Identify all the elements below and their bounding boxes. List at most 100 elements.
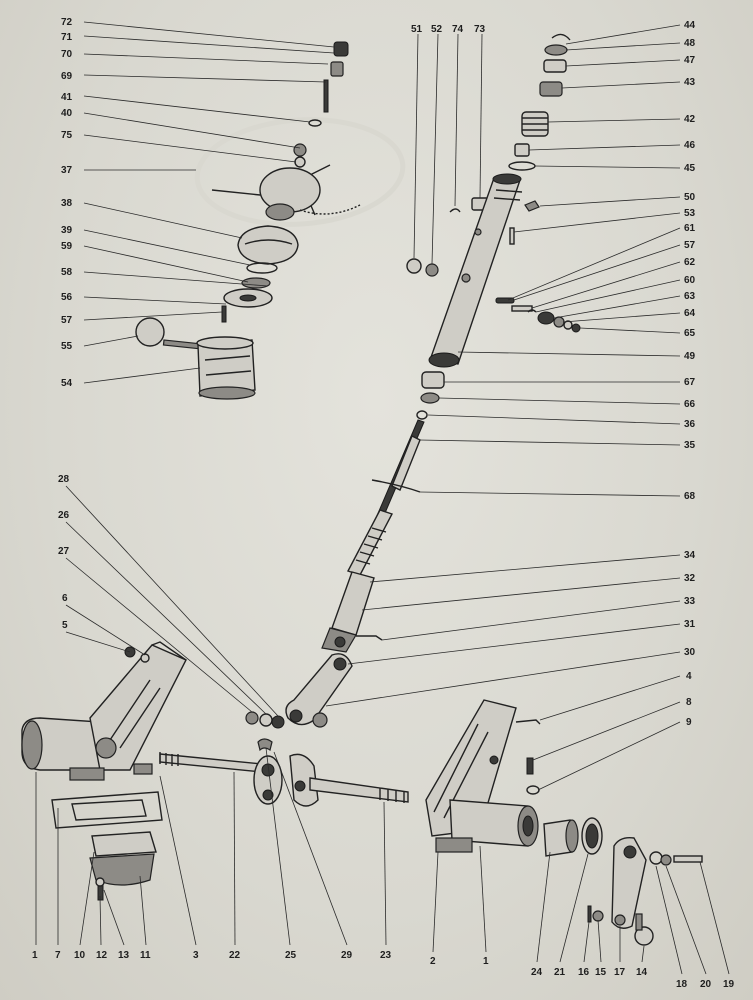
part-label: 13 xyxy=(118,950,130,961)
part-label: 16 xyxy=(578,967,590,978)
part-label: 55 xyxy=(61,341,73,352)
part-label: 70 xyxy=(61,49,73,60)
part-label: 22 xyxy=(229,950,241,961)
part-label: 66 xyxy=(684,399,696,410)
part-label: 10 xyxy=(74,950,86,961)
part-label: 60 xyxy=(684,275,696,286)
part-label: 9 xyxy=(686,717,692,728)
part-label: 74 xyxy=(452,24,464,35)
horn-cap-assembly xyxy=(221,225,299,323)
part-label: 3 xyxy=(193,950,199,961)
part-label: 36 xyxy=(684,419,696,430)
part-label: 44 xyxy=(684,20,696,31)
part-label: 41 xyxy=(61,92,73,103)
steering-wheel xyxy=(194,117,406,227)
part-label: 15 xyxy=(595,967,607,978)
part-label: 20 xyxy=(700,979,712,990)
pivot-washers xyxy=(245,711,285,729)
part-label: 17 xyxy=(614,967,626,978)
part-label: 38 xyxy=(61,198,73,209)
part-label: 25 xyxy=(285,950,297,961)
part-label: 26 xyxy=(58,510,70,521)
part-label: 51 xyxy=(411,24,423,35)
column-bushings xyxy=(416,371,445,420)
part-number-labels: 72 71 70 69 41 40 75 37 38 39 59 58 56 5… xyxy=(32,17,735,990)
part-label: 49 xyxy=(684,351,696,362)
shaft-bushings xyxy=(543,817,603,857)
part-label: 48 xyxy=(684,38,696,49)
part-label: 75 xyxy=(61,130,73,141)
part-label: 4 xyxy=(686,671,692,682)
part-label: 71 xyxy=(61,32,73,43)
switch-small-parts xyxy=(495,200,581,333)
part-label: 52 xyxy=(431,24,443,35)
part-label: 53 xyxy=(684,208,696,219)
part-label: 5 xyxy=(62,620,68,631)
part-label: 29 xyxy=(341,950,353,961)
part-label: 59 xyxy=(61,241,73,252)
part-label: 72 xyxy=(61,17,73,28)
part-label: 43 xyxy=(684,77,696,88)
left-tie-shaft xyxy=(159,752,283,805)
part-label: 8 xyxy=(686,697,692,708)
cover-plate-assembly xyxy=(51,791,163,901)
part-label: 57 xyxy=(61,315,73,326)
upper-bearing-stack xyxy=(508,33,571,171)
part-label: 50 xyxy=(684,192,696,203)
part-label: 54 xyxy=(61,378,73,389)
part-label: 1 xyxy=(483,956,489,967)
steering-shaft xyxy=(346,419,425,576)
part-label: 1 xyxy=(32,950,38,961)
part-label: 45 xyxy=(684,163,696,174)
part-label: 31 xyxy=(684,619,696,630)
part-label: 67 xyxy=(684,377,696,388)
part-label: 62 xyxy=(684,257,696,268)
part-label: 14 xyxy=(636,967,648,978)
part-label: 18 xyxy=(676,979,688,990)
part-label: 34 xyxy=(684,550,696,561)
part-label: 19 xyxy=(723,979,735,990)
part-label: 57 xyxy=(684,240,696,251)
part-label: 65 xyxy=(684,328,696,339)
part-label: 64 xyxy=(684,308,696,319)
part-label: 32 xyxy=(684,573,696,584)
part-label: 37 xyxy=(61,165,73,176)
switch-housing xyxy=(196,336,256,400)
drop-arm xyxy=(285,653,353,728)
part-label: 56 xyxy=(61,292,73,303)
part-label: 12 xyxy=(96,950,108,961)
part-label: 11 xyxy=(140,950,151,961)
column-tube xyxy=(428,173,523,368)
horn-small-parts xyxy=(293,41,349,168)
part-label: 39 xyxy=(61,225,73,236)
part-label: 73 xyxy=(474,24,486,35)
part-label: 47 xyxy=(684,55,696,66)
part-label: 6 xyxy=(62,593,68,604)
part-label: 28 xyxy=(58,474,70,485)
part-label: 46 xyxy=(684,140,696,151)
part-label: 21 xyxy=(554,967,566,978)
left-steering-box xyxy=(21,641,187,781)
part-label: 69 xyxy=(61,71,73,82)
leader-lines xyxy=(35,21,730,975)
right-tie-shaft xyxy=(257,738,409,807)
part-label: 27 xyxy=(58,546,70,557)
part-label: 2 xyxy=(430,956,436,967)
part-label: 7 xyxy=(55,950,61,961)
right-steering-box xyxy=(425,699,541,853)
part-label: 24 xyxy=(531,967,543,978)
pitman-arm-assembly xyxy=(587,836,703,946)
part-label: 33 xyxy=(684,596,696,607)
part-label: 61 xyxy=(684,223,696,234)
part-label: 30 xyxy=(684,647,696,658)
part-label: 40 xyxy=(61,108,73,119)
part-label: 63 xyxy=(684,291,696,302)
part-label: 58 xyxy=(61,267,73,278)
part-label: 35 xyxy=(684,440,696,451)
part-label: 23 xyxy=(380,950,392,961)
part-label: 42 xyxy=(684,114,696,125)
universal-joint-yoke xyxy=(321,571,383,653)
part-label: 68 xyxy=(684,491,696,502)
